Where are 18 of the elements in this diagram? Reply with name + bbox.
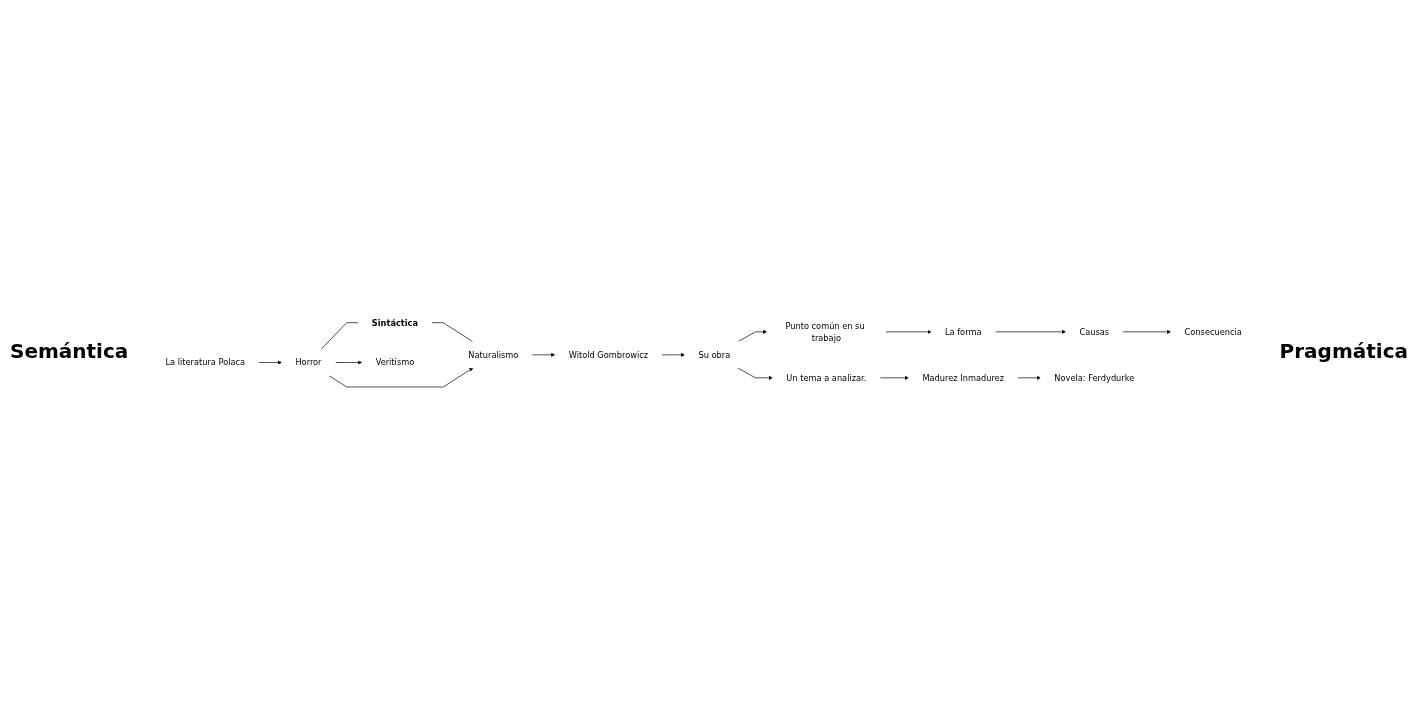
node-text: Witold Gombrowicz [569,350,649,360]
node-text: Novela: Ferdydurke [1054,373,1135,383]
side-label: Semántica [10,338,129,363]
side-label: Pragmática [1279,338,1408,363]
node-text: Su obra [698,350,731,360]
node-text: Consecuencia [1184,327,1243,337]
connector [320,322,359,351]
node-text: Punto común en su trabajo [785,321,865,344]
node-text: Causas [1079,327,1110,337]
node-text: Un tema a analizar. [786,373,867,383]
node-text: La literatura Polaca [165,357,246,368]
node-text: Veritismo [375,357,415,368]
connector [431,322,474,343]
node-text: Madurez Inmadurez [922,373,1005,383]
node-text: Horror [295,357,322,368]
node-text: La forma [945,327,982,337]
node-text: Sintáctica [372,318,419,328]
node-text: Naturalismo [468,350,519,360]
